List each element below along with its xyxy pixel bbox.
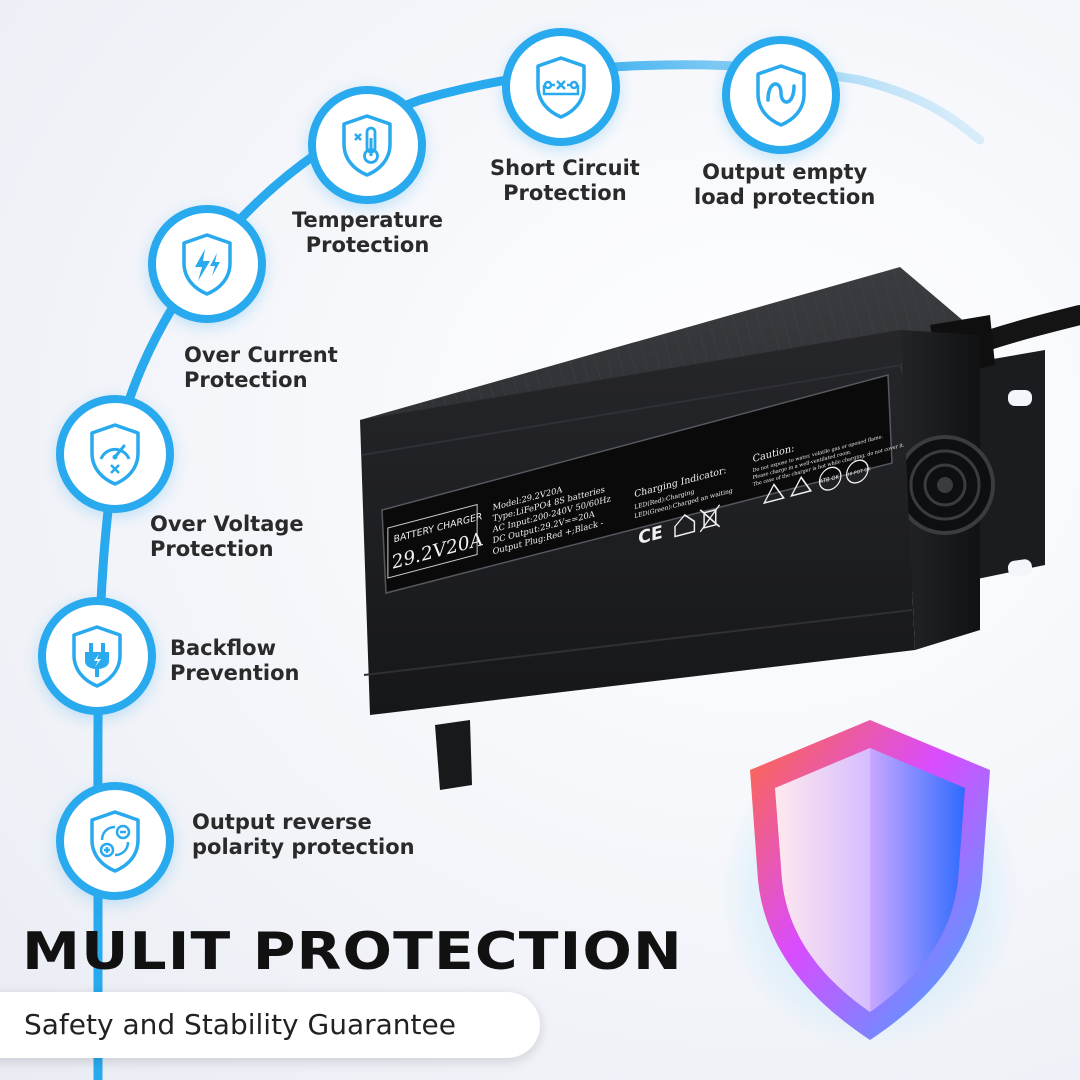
reverse-polarity-badge — [56, 782, 174, 900]
over-current-label: Over Current Protection — [184, 343, 338, 392]
backflow-prevention-label: Backflow Prevention — [170, 636, 300, 685]
house-icon — [674, 513, 696, 538]
short-circuit-label: Short Circuit Protection — [490, 156, 640, 205]
backflow-prevention-badge — [38, 597, 156, 715]
warning-icon — [762, 483, 785, 505]
wave-shield-icon — [756, 64, 806, 127]
hipot-ok-badge — [846, 459, 869, 484]
empty-load-badge — [722, 36, 840, 154]
over-voltage-badge — [56, 395, 174, 513]
temperature-label: Temperature Protection — [292, 208, 444, 257]
crossed-bin-icon — [699, 504, 721, 533]
short-circuit-badge — [502, 28, 620, 146]
short-circuit-shield-icon — [536, 56, 586, 119]
empty-load-label: Output empty load protection — [694, 160, 876, 209]
battery-charger-image: BATTERY CHARGER 29.2V20A Model:29.2V20A … — [360, 267, 1080, 790]
power-plug-shield-icon — [72, 625, 122, 688]
atb-ok-text: ATB OK — [820, 474, 840, 485]
reverse-polarity-label: Output reverse polarity protection — [192, 810, 415, 859]
lightning-shield-icon — [182, 233, 232, 296]
headline: MULIT PROTECTION — [22, 922, 683, 982]
subline: Safety and Stability Guarantee — [24, 1008, 456, 1041]
electric-warning-icon — [790, 475, 813, 497]
atb-ok-badge — [818, 466, 842, 491]
thermometer-shield-icon — [342, 114, 392, 177]
temperature-badge — [308, 86, 426, 204]
speedometer-shield-icon — [90, 423, 140, 486]
reverse-polarity-shield-icon — [90, 810, 140, 873]
subline-pill — [0, 992, 540, 1058]
glowing-shield-image — [720, 720, 1020, 1050]
over-voltage-label: Over Voltage Protection — [150, 512, 304, 561]
over-current-badge — [148, 205, 266, 323]
